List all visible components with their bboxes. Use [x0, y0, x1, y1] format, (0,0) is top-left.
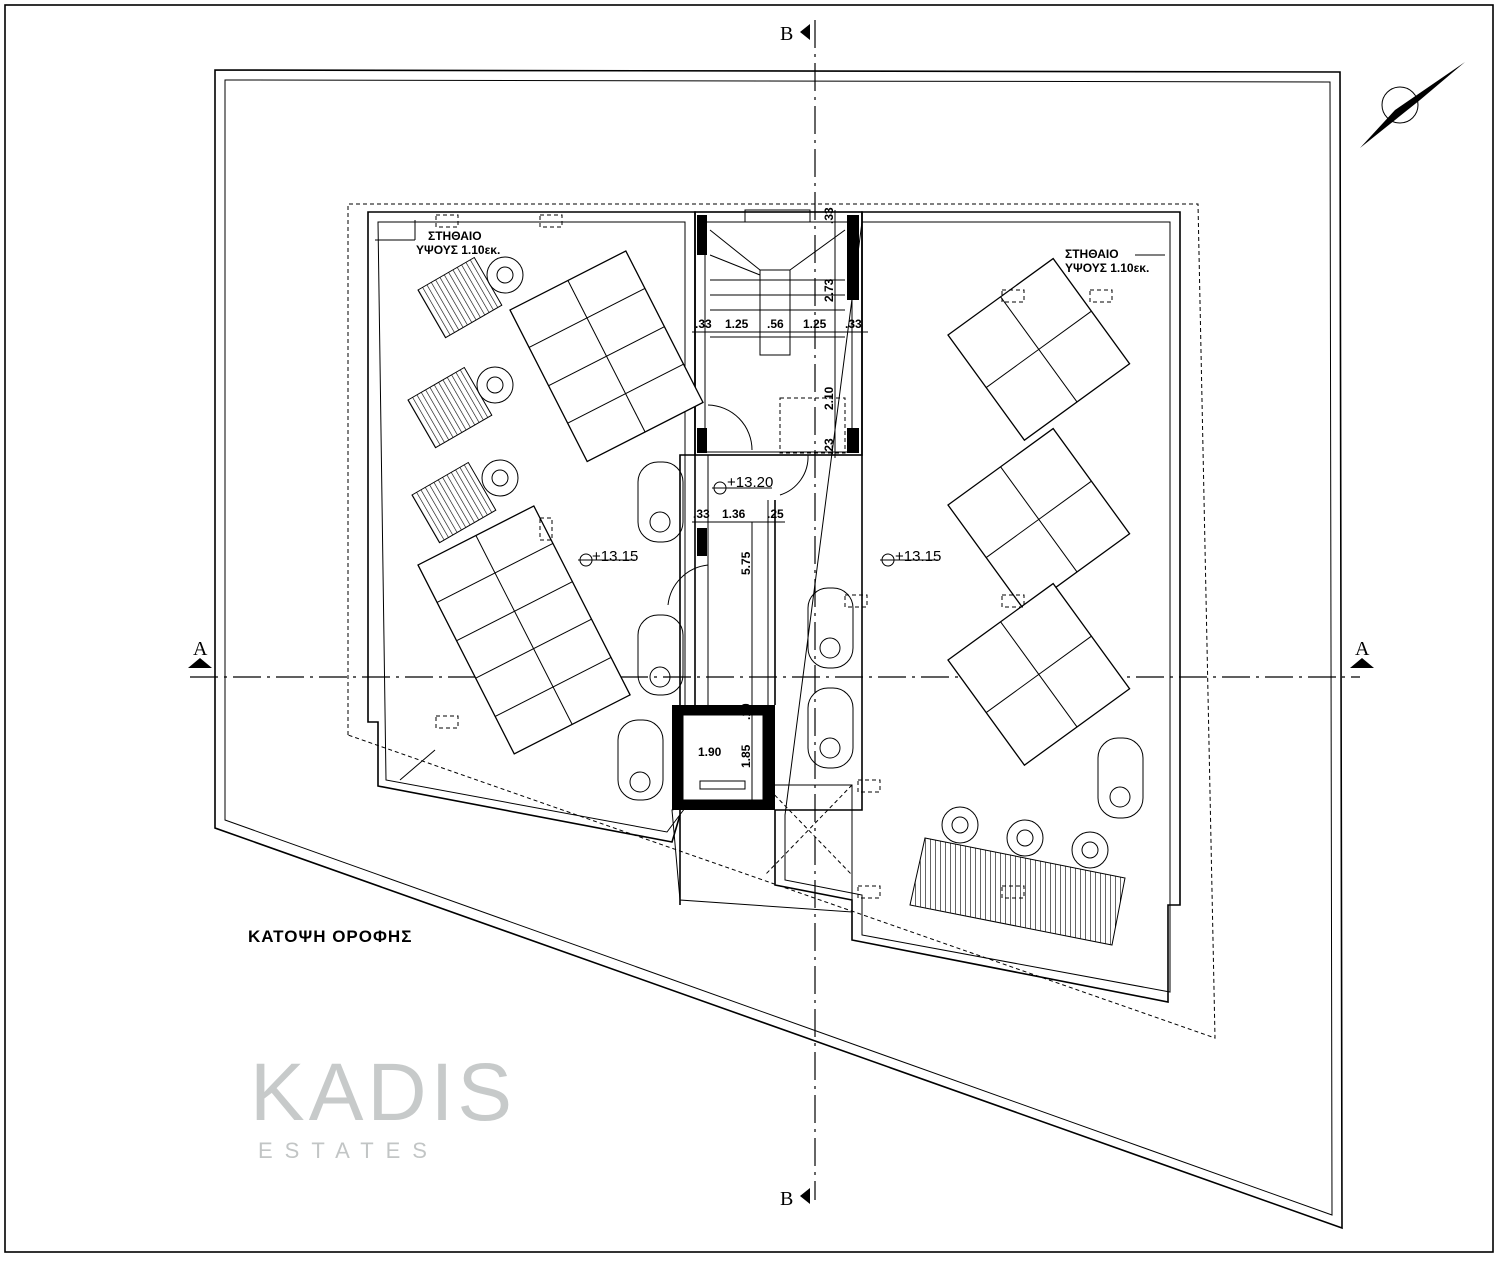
svg-text:1.85: 1.85	[739, 744, 753, 768]
door-swing	[707, 404, 753, 451]
svg-text:1.25: 1.25	[803, 317, 827, 331]
section-arrow	[1350, 658, 1374, 668]
north-arrow-icon	[1360, 62, 1465, 148]
solar-panel-array	[947, 427, 1131, 612]
svg-text:.25: .25	[767, 507, 784, 521]
svg-text:.10: .10	[739, 703, 753, 720]
svg-text:2.10: 2.10	[822, 386, 836, 410]
solar-panel-array	[509, 250, 704, 463]
section-mark-b-top: B	[780, 23, 793, 45]
section-arrow	[188, 658, 212, 668]
watermark-subtitle: ESTATES	[258, 1138, 439, 1163]
svg-text:+13.15: +13.15	[592, 548, 638, 565]
roof-hatch	[744, 209, 811, 223]
svg-text:1.90: 1.90	[698, 745, 722, 759]
site-boundary-inner	[224, 79, 1333, 1216]
stair-well	[759, 269, 791, 356]
sheet-border	[4, 4, 1494, 1253]
parapet-label-left: ΣΤΗΘΑΙΟ	[428, 229, 482, 243]
svg-text:1.36: 1.36	[722, 507, 746, 521]
solar-panel-array	[417, 505, 631, 755]
level-marker: +13.20	[712, 474, 773, 495]
lift-door	[699, 780, 746, 790]
svg-text:+13.20: +13.20	[727, 474, 773, 491]
door-swing	[779, 454, 809, 496]
section-mark-b-bottom: B	[780, 1188, 793, 1210]
svg-text:.33: .33	[845, 317, 862, 331]
level-marker: +13.15	[880, 548, 941, 567]
dimensions: .33 1.25 .56 1.25 .33 .33 2.73 2.10 .23 …	[692, 207, 868, 800]
section-mark-a-right: A	[1355, 638, 1370, 660]
roof-right-outline	[774, 211, 1181, 1003]
section-mark-a-left: A	[193, 638, 208, 660]
solar-panel-array	[947, 257, 1131, 442]
watermark-logo: KADIS	[250, 1047, 516, 1138]
column	[697, 215, 707, 255]
svg-text:.33: .33	[695, 317, 712, 331]
parapet-label-right: ΣΤΗΘΑΙΟ	[1065, 247, 1119, 261]
roof-left-parapet	[377, 221, 686, 833]
section-arrow	[800, 24, 810, 40]
svg-text:+13.15: +13.15	[895, 548, 941, 565]
section-arrow	[800, 1188, 810, 1204]
parapet-height-left: ΥΨΟΥΣ 1.10εκ.	[416, 243, 500, 257]
column	[697, 528, 707, 556]
svg-text:.23: .23	[822, 438, 836, 455]
svg-text:5.75: 5.75	[739, 551, 753, 575]
parapet-height-right: ΥΨΟΥΣ 1.10εκ.	[1065, 261, 1149, 275]
solar-panel-array	[947, 582, 1131, 767]
door-swing	[667, 564, 709, 606]
level-marker: +13.15	[578, 548, 638, 567]
drain-slope	[399, 749, 436, 781]
svg-text:.33: .33	[822, 207, 836, 224]
solar-collectors-right	[909, 806, 1126, 946]
column	[847, 428, 859, 453]
solar-collectors-left	[407, 256, 524, 544]
stair-core	[694, 211, 863, 456]
site-boundary	[214, 69, 1343, 1230]
svg-text:.56: .56	[767, 317, 784, 331]
drawing-title: ΚΑΤΟΨΗ ΟΡΟΦΗΣ	[248, 927, 412, 946]
roof-right-parapet	[784, 221, 1171, 993]
water-tanks	[617, 461, 1144, 819]
svg-text:1.25: 1.25	[725, 317, 749, 331]
svg-text:2.73: 2.73	[822, 278, 836, 302]
svg-text:.33: .33	[693, 507, 710, 521]
equipment-outline	[779, 397, 846, 454]
lift-car	[682, 714, 764, 801]
column	[697, 428, 707, 453]
lower-floor-outline	[347, 203, 1216, 1039]
column	[847, 215, 859, 300]
roof-drains	[435, 214, 1113, 899]
stair-treads	[709, 229, 846, 338]
